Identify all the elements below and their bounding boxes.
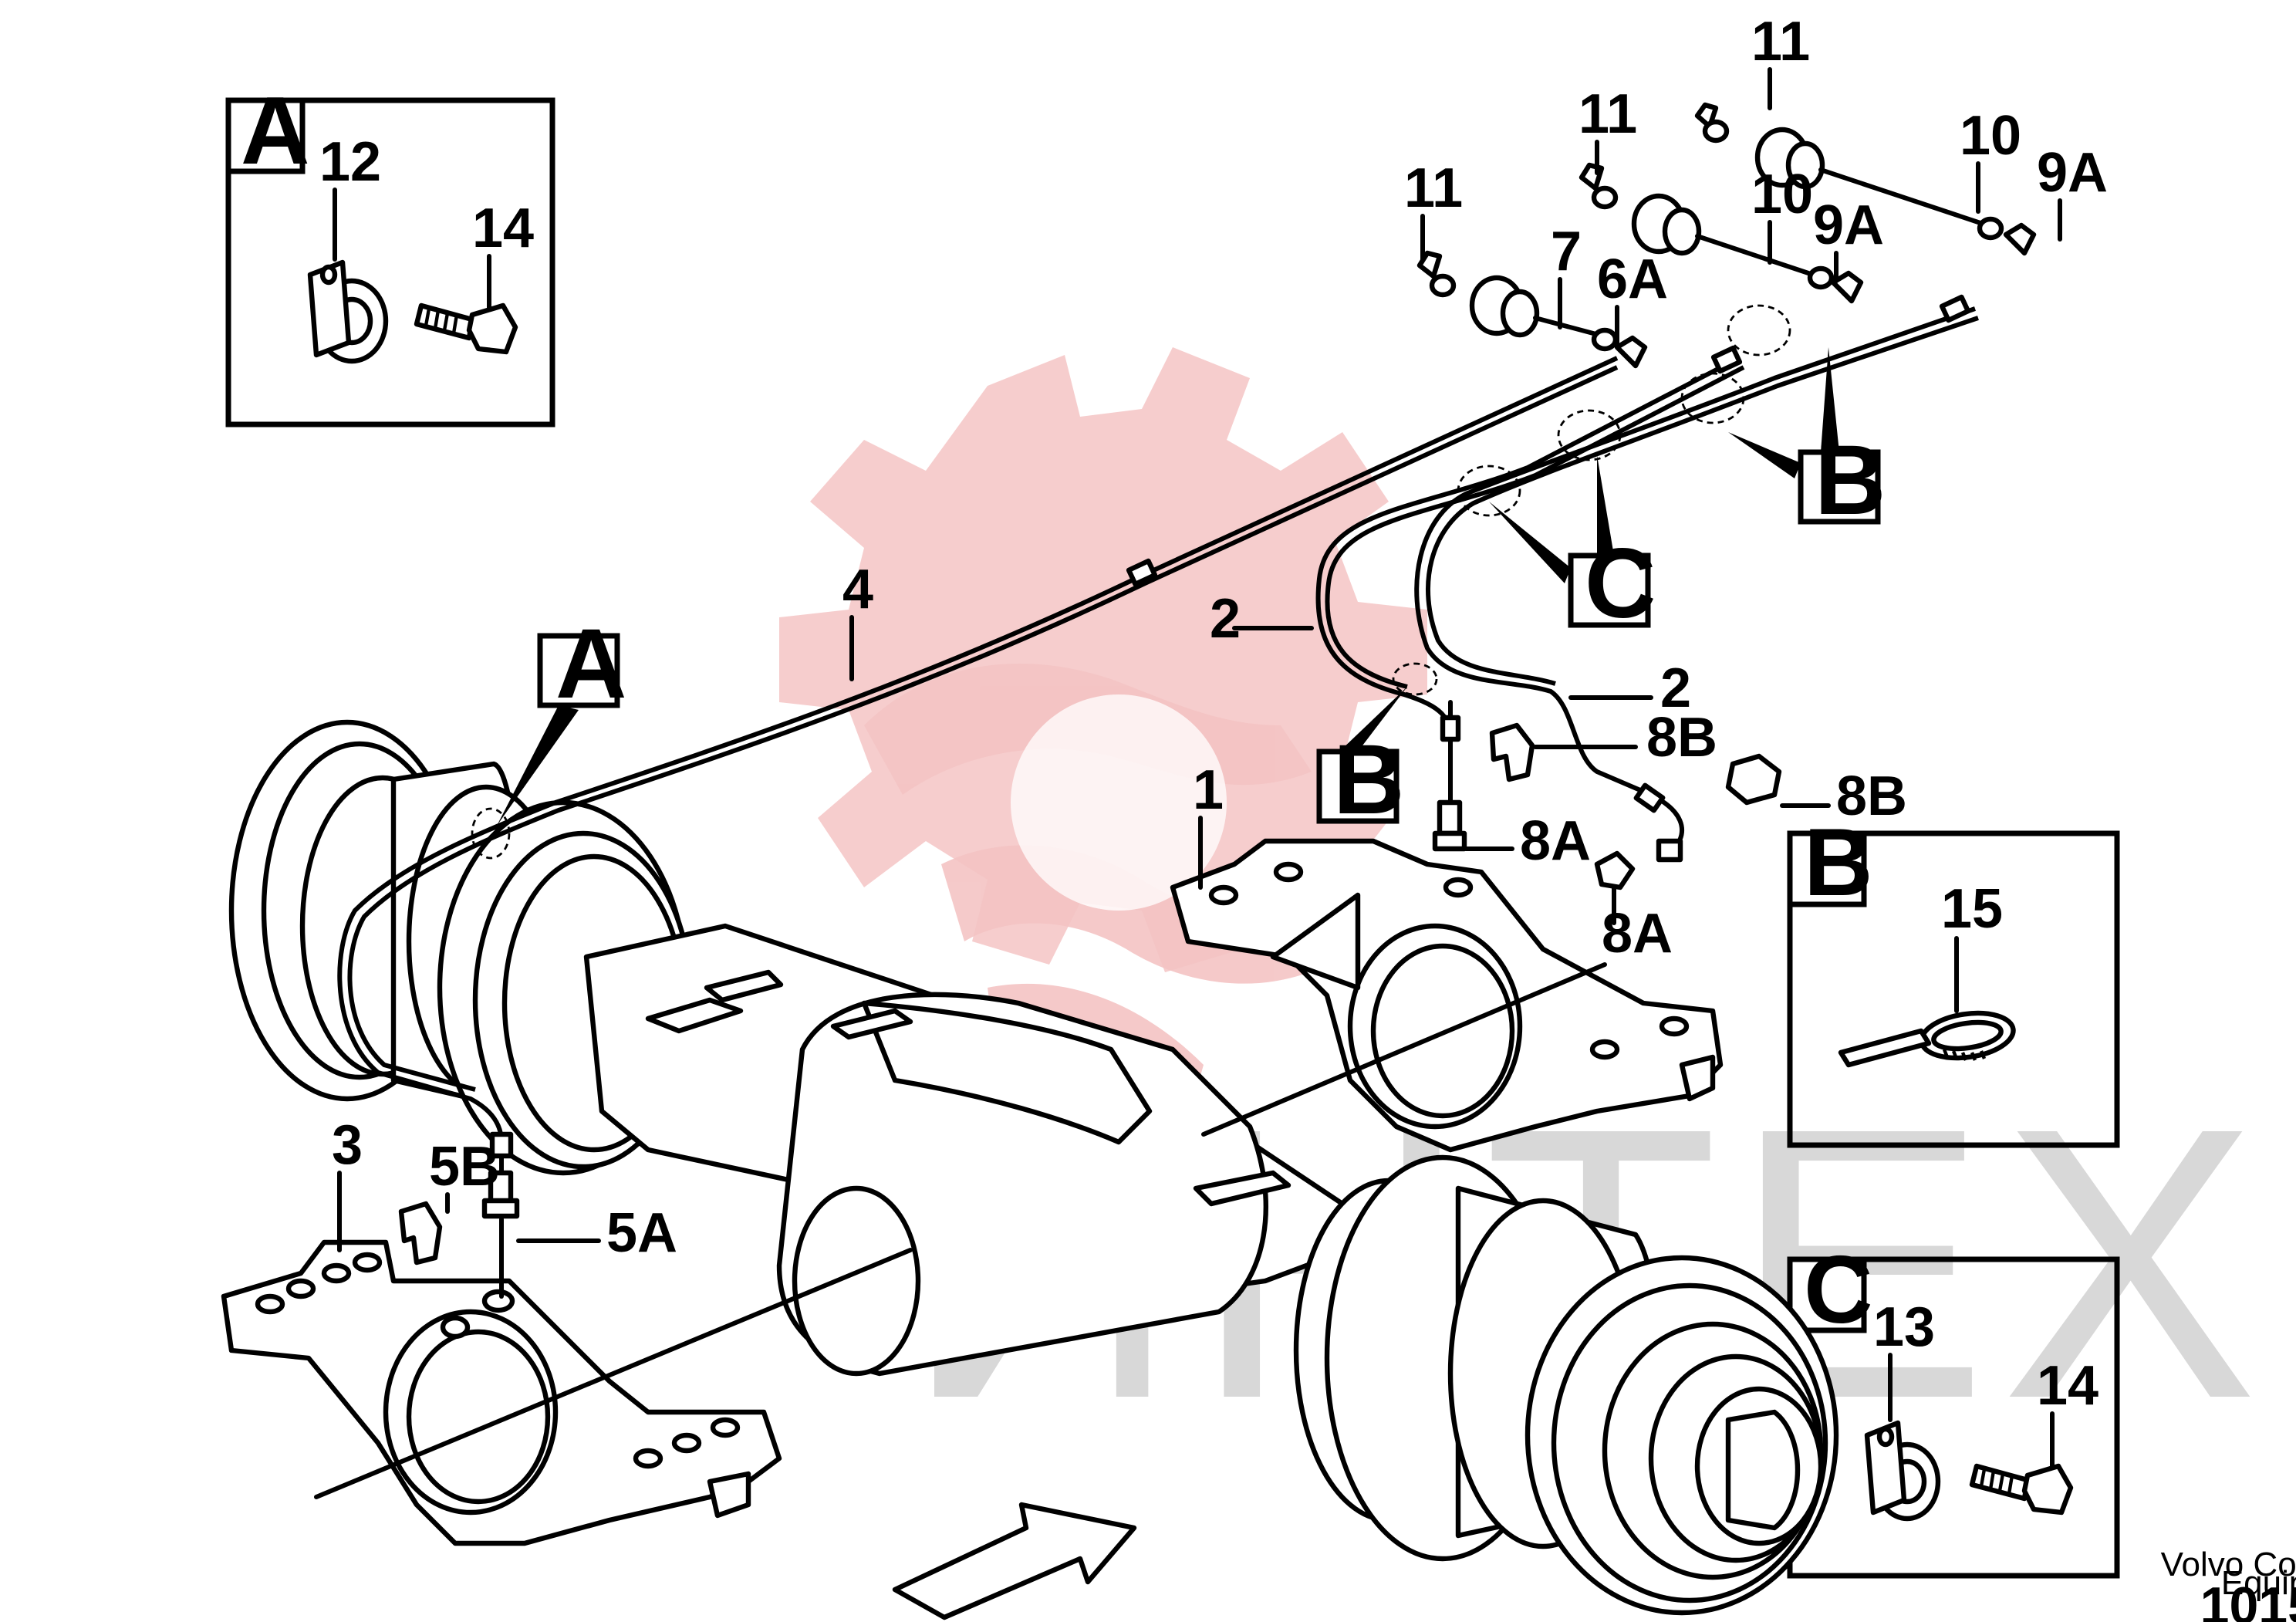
inset-b-tie-number: 15 [1941, 878, 2003, 940]
p-clamp-icon [1864, 1420, 1941, 1522]
label-9a-left: 9A [1813, 194, 1884, 256]
label-8a-upper: 8A [1520, 810, 1591, 872]
label-2-left: 2 [1210, 588, 1241, 650]
label-3: 3 [332, 1114, 363, 1176]
label-4: 4 [842, 559, 873, 620]
document-number: 1015028 [2200, 1576, 2296, 1622]
inset-c-clamp-number: 13 [1873, 1296, 1935, 1358]
label-1: 1 [1193, 759, 1224, 821]
inset-a-frame [225, 97, 555, 427]
label-9a-right: 9A [2037, 142, 2108, 204]
callout-b-lower: B [1316, 687, 1407, 835]
label-7: 7 [1551, 221, 1582, 282]
inset-c-bolt-number: 14 [2037, 1355, 2098, 1417]
inset-b-tag [1787, 830, 1867, 907]
clip-circles [471, 304, 1791, 860]
credit-line-2: Equipment [2221, 1564, 2296, 1602]
credit-line-1: Volvo Construction [2161, 1546, 2296, 1583]
inset-a-letter: A [241, 78, 310, 184]
brake-line-4 [337, 356, 1619, 1143]
label-8b-upper: 8B [1646, 707, 1717, 769]
bracket-1 [1170, 838, 1724, 1153]
label-2-right: 2 [1660, 657, 1691, 719]
inset-b: B 15 [1787, 809, 2120, 1148]
brake-line-2 [1315, 306, 1979, 850]
svg-text:C: C [1585, 529, 1656, 639]
bolt-icon [414, 302, 518, 355]
svg-text:A: A [555, 609, 626, 719]
inset-c-tag [1787, 1256, 1867, 1333]
bolt-icon [1969, 1463, 2074, 1516]
misc-fittings [398, 700, 1782, 1299]
label-5b: 5B [429, 1136, 500, 1198]
svg-text:B: B [1333, 725, 1404, 835]
axle-housing [583, 923, 1392, 1377]
inset-a-bolt-number: 14 [472, 198, 534, 259]
callout-a-main: A [497, 609, 626, 826]
label-10-left: 10 [1751, 164, 1813, 225]
right-wheel-hub [1293, 1154, 1839, 1616]
inset-b-frame [1787, 830, 2120, 1148]
label-10-right: 10 [1960, 105, 2021, 167]
top-fittings [1416, 102, 2037, 369]
callout-b-upper: B [1728, 347, 1886, 536]
label-5a: 5A [606, 1202, 677, 1264]
inset-a-tag [225, 97, 306, 174]
bracket-3 [221, 1239, 782, 1546]
direction-arrow [892, 1502, 1137, 1620]
callout-c-main: C [1489, 455, 1656, 639]
label-8b-lower: 8B [1836, 765, 1907, 827]
inset-a-clamp-number: 12 [319, 131, 381, 193]
watermark-logo [779, 347, 1427, 972]
label-6a: 6A [1597, 248, 1668, 310]
inset-b-letter: B [1804, 809, 1873, 916]
label-11-b: 11 [1578, 83, 1637, 145]
p-clamp-icon [307, 259, 389, 364]
inset-c-letter: C [1804, 1237, 1873, 1343]
inset-a: A 12 14 [225, 78, 555, 427]
label-11-c: 11 [1404, 157, 1463, 219]
cable-tie-icon [1838, 1010, 2016, 1068]
label-11-a: 11 [1751, 11, 1810, 73]
line-fittings [1126, 294, 1971, 863]
part-labels: 1 2 2 3 4 5A 5B 6A 7 8A 8A 8B 8B 9A 9A 1… [332, 11, 2108, 1264]
